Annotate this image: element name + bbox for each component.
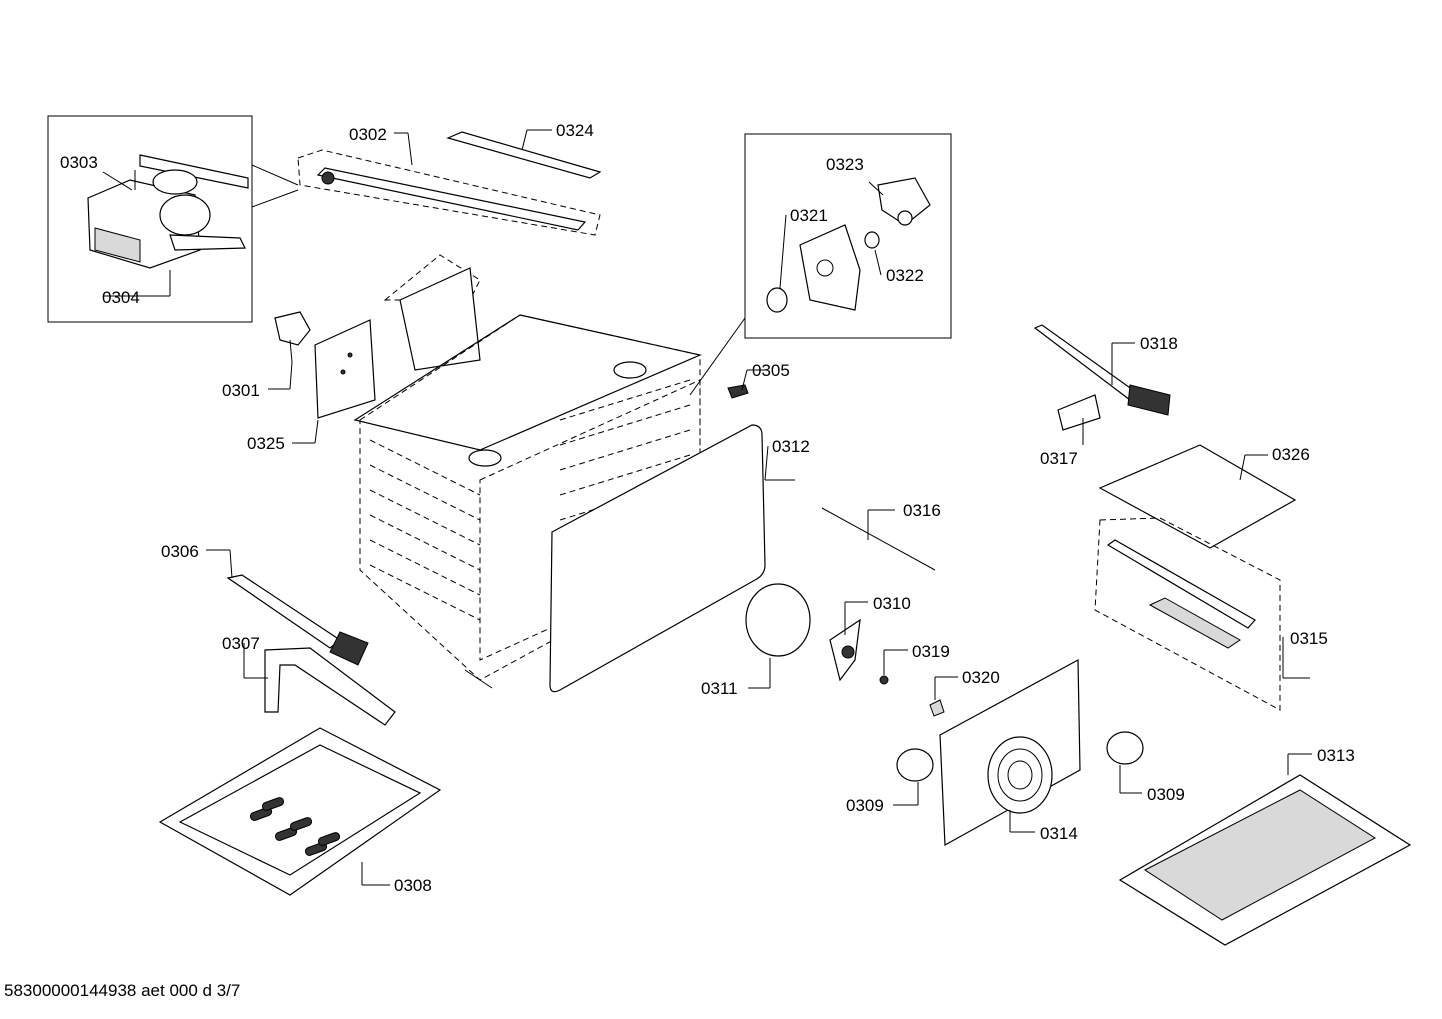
callout-0325: 0325 bbox=[247, 434, 285, 453]
callout-0314: 0314 bbox=[1040, 824, 1078, 843]
callout-0313: 0313 bbox=[1317, 746, 1355, 765]
callout-0323: 0323 bbox=[826, 155, 864, 174]
callout-0303: 0303 bbox=[60, 153, 98, 172]
rack-rails bbox=[369, 379, 691, 621]
callout-0309-left: 0309 bbox=[846, 796, 884, 815]
callout-0326: 0326 bbox=[1272, 445, 1310, 464]
plug-0305 bbox=[727, 384, 749, 399]
right-column-parts bbox=[1033, 324, 1297, 711]
document-reference: 58300000144938 aet 000 d 3/7 bbox=[4, 981, 241, 1000]
rear-panel bbox=[896, 659, 1144, 846]
oven-cavity bbox=[353, 254, 702, 689]
glass-tray bbox=[1118, 774, 1412, 946]
callout-0316: 0316 bbox=[903, 501, 941, 520]
pan-vent-slots bbox=[249, 797, 341, 856]
callout-0320: 0320 bbox=[962, 668, 1000, 687]
callout-labels: 0303 0304 0302 0324 0323 0321 0322 0301 … bbox=[60, 121, 1355, 895]
callout-0322: 0322 bbox=[886, 266, 924, 285]
door-gasket bbox=[549, 424, 766, 693]
leader-lines bbox=[102, 129, 1312, 886]
callout-0318: 0318 bbox=[1140, 334, 1178, 353]
callout-0309-right: 0309 bbox=[1147, 785, 1185, 804]
callout-0308: 0308 bbox=[394, 876, 432, 895]
callout-0305: 0305 bbox=[752, 361, 790, 380]
callout-0310: 0310 bbox=[873, 594, 911, 613]
callout-0301: 0301 bbox=[222, 381, 260, 400]
callout-0302: 0302 bbox=[349, 125, 387, 144]
callout-0321: 0321 bbox=[790, 206, 828, 225]
callout-0317: 0317 bbox=[1040, 449, 1078, 468]
callout-0306: 0306 bbox=[161, 542, 199, 561]
callout-0315: 0315 bbox=[1290, 629, 1328, 648]
callout-0324: 0324 bbox=[556, 121, 594, 140]
callout-0304: 0304 bbox=[102, 288, 140, 307]
callout-0311: 0311 bbox=[701, 679, 738, 698]
fan-parts bbox=[745, 507, 945, 717]
callout-0319: 0319 bbox=[912, 642, 950, 661]
callout-0312: 0312 bbox=[772, 437, 810, 456]
lower-left-parts bbox=[158, 574, 442, 896]
detail-box-fan-mount bbox=[689, 133, 952, 396]
bracket-parts bbox=[274, 311, 376, 419]
callout-0307: 0307 bbox=[222, 634, 260, 653]
detail-box-motor bbox=[47, 115, 299, 323]
heating-rail bbox=[297, 131, 602, 236]
